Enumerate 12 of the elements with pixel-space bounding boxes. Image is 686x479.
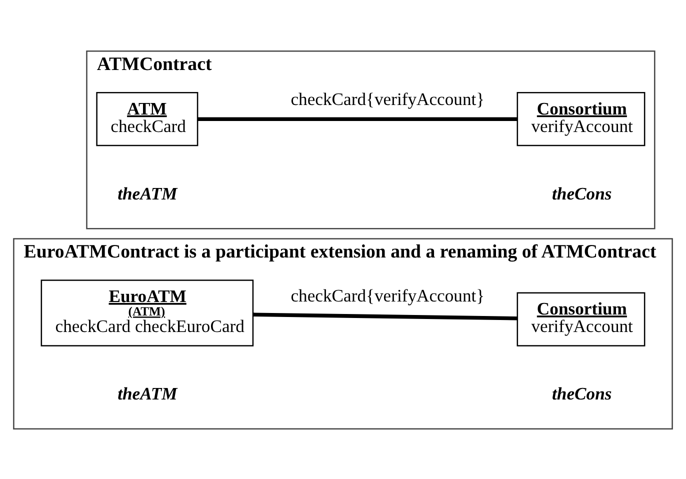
node-box: Consortium verifyAccount — [516, 92, 646, 146]
node-box: ATM checkCard — [96, 92, 198, 146]
edge-label: checkCard{verifyAccount} — [290, 284, 485, 305]
connector — [253, 312, 518, 320]
connector — [198, 116, 518, 120]
node-box: Consortium verifyAccount — [516, 292, 646, 346]
edge-label: checkCard{verifyAccount} — [290, 88, 485, 108]
node-box: EuroATM (ATM) checkCard checkEuroCard — [40, 279, 254, 346]
label: theCons — [552, 182, 612, 203]
label: theATM — [118, 383, 178, 404]
label: theATM — [118, 182, 178, 203]
label: theCons — [552, 383, 612, 404]
